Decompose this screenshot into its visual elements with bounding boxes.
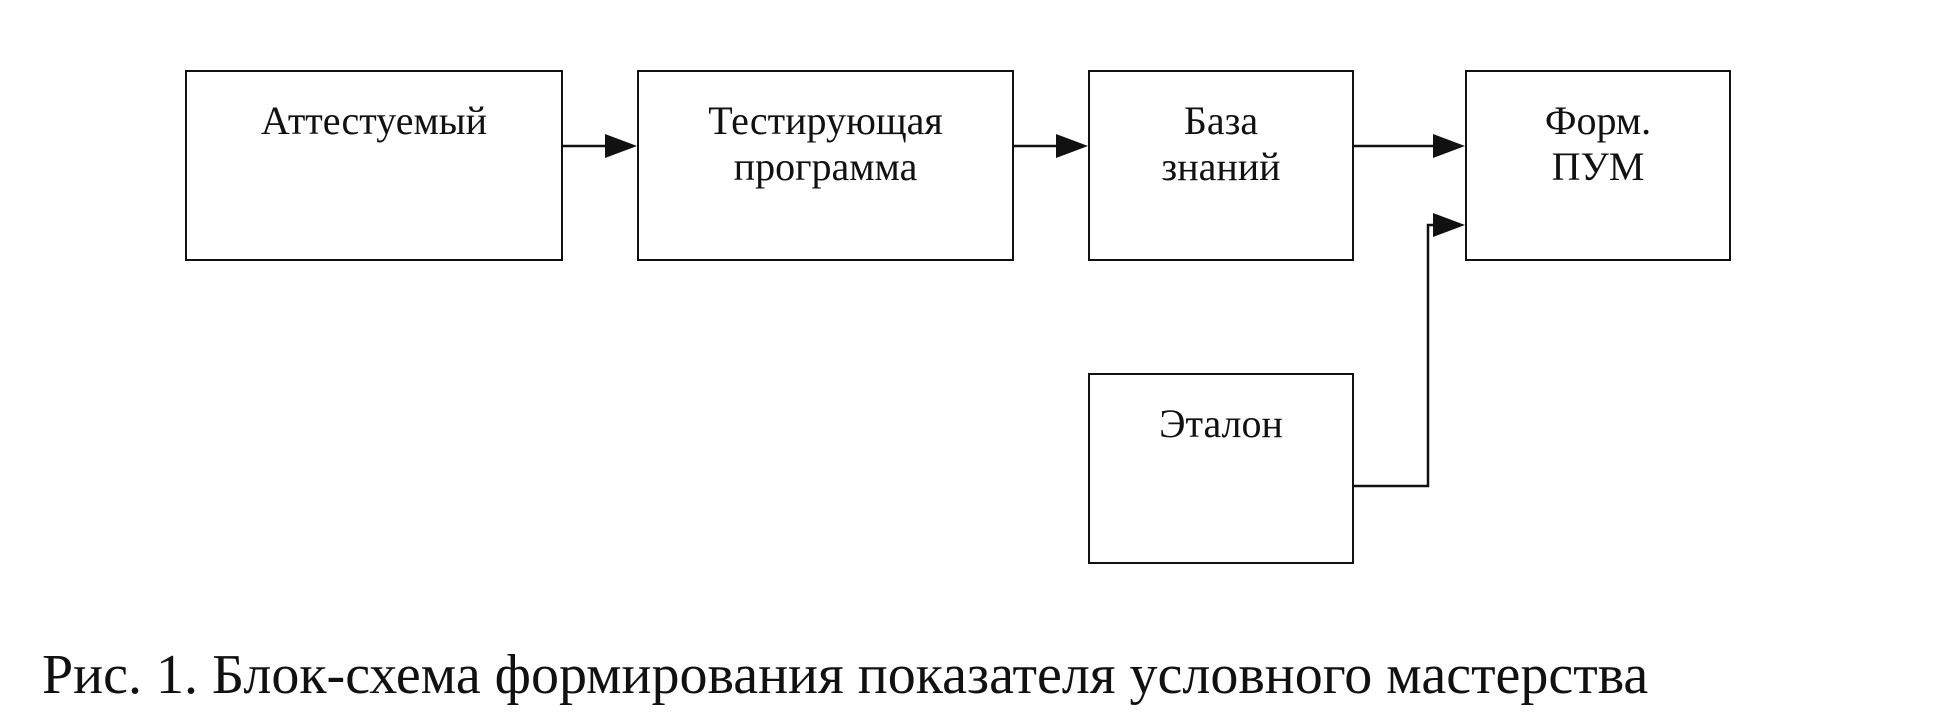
node-label-line-2: программа [733, 144, 918, 189]
node-etalon: Эталон [1088, 373, 1354, 564]
node-attestuemy: Аттестуемый [185, 70, 563, 261]
node-label-line-1: Тестирующая [708, 98, 943, 143]
edge-attestuemy-to-testprog [563, 134, 637, 158]
node-label-line-1: База [1183, 98, 1259, 143]
node-label: Эталон [1159, 401, 1283, 446]
edge-testprog-to-kb [1014, 134, 1088, 158]
node-testing-program: Тестирующая программа [637, 70, 1014, 261]
edge-etalon-to-pum [1354, 213, 1465, 488]
figure-caption: Рис. 1. Блок-схема формирования показате… [42, 644, 1649, 706]
node-label-line-2: знаний [1161, 144, 1281, 189]
edge-kb-to-pum [1354, 134, 1465, 158]
node-label-line-2: ПУМ [1551, 144, 1645, 189]
node-knowledge-base: База знаний [1088, 70, 1354, 261]
node-label-line-1: Форм. [1544, 98, 1652, 143]
node-label: Аттестуемый [260, 98, 488, 143]
node-form-pum: Форм. ПУМ [1465, 70, 1731, 261]
